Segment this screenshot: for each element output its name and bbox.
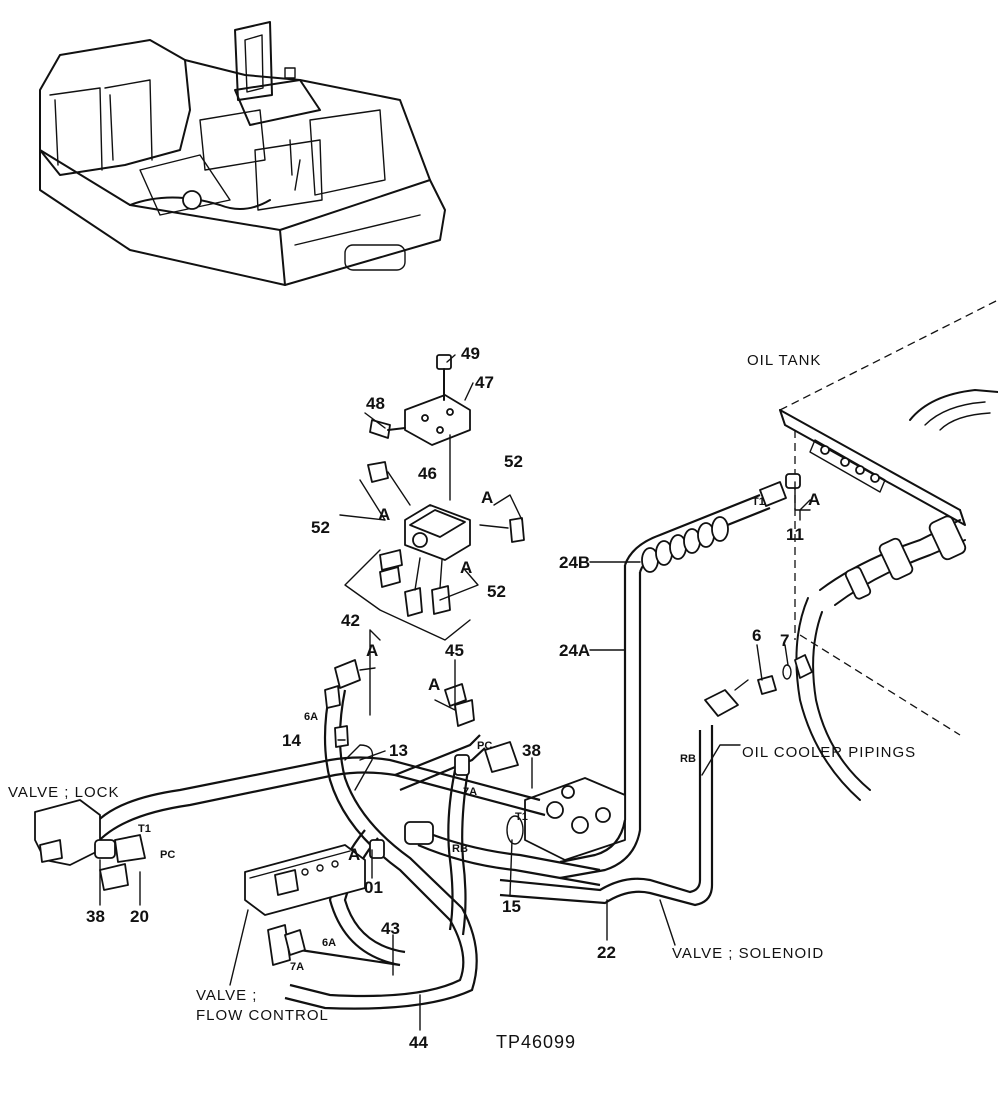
label-t1: T1	[138, 823, 151, 835]
small-fittings	[324, 659, 524, 845]
label-t1: T1	[515, 811, 528, 823]
label-6a: 6A	[322, 937, 336, 949]
label-7a: 7A	[463, 786, 477, 798]
callout-49: 49	[461, 344, 480, 363]
label-rb: RB	[452, 843, 468, 855]
oil-cooler-pipings	[795, 515, 967, 801]
caption-oil-cooler-pipings: OIL COOLER PIPINGS	[742, 744, 916, 761]
callout-52-right: 52	[504, 452, 523, 471]
callout-52-bottom: 52	[487, 582, 506, 601]
leader-lines	[99, 354, 811, 1031]
label-t1: T1	[752, 496, 765, 508]
callout-38-lower: 38	[86, 907, 105, 926]
valve-block-46	[344, 461, 525, 641]
callout-52-left: 52	[311, 518, 330, 537]
callout-44: 44	[409, 1033, 428, 1052]
label-a: A	[428, 675, 440, 694]
callout-42: 42	[341, 611, 360, 630]
label-a: A	[808, 490, 820, 509]
callout-14: 14	[282, 731, 301, 750]
flow-control-valve	[244, 821, 434, 966]
callout-43: 43	[381, 919, 400, 938]
oil-tank	[779, 299, 998, 736]
caption-valve-flow-1: VALVE ;	[196, 987, 257, 1004]
figure-code: TP46099	[496, 1032, 576, 1052]
label-a: A	[348, 845, 360, 864]
callout-48: 48	[366, 394, 385, 413]
callout-22: 22	[597, 943, 616, 962]
lock-valve	[34, 799, 146, 891]
callout-47: 47	[475, 373, 494, 392]
callout-11: 11	[786, 525, 804, 544]
fittings-6-7	[757, 481, 813, 695]
label-pc: PC	[160, 849, 175, 861]
callout-38-upper: 38	[522, 741, 541, 760]
captions: OIL TANK OIL COOLER PIPINGS VALVE ; LOCK…	[8, 352, 916, 1052]
port-labels: A A A A A A A T1 T1 T1 PC PC RB RB 6A 6A…	[138, 488, 820, 973]
label-pc: PC	[477, 740, 492, 752]
solenoid-valve	[499, 679, 749, 907]
callout-24b: 24B	[559, 553, 590, 572]
callout-46: 46	[418, 464, 437, 483]
callout-13: 13	[389, 741, 408, 760]
caption-valve-flow-2: FLOW CONTROL	[196, 1007, 329, 1024]
label-6a: 6A	[304, 711, 318, 723]
label-rb: RB	[680, 753, 696, 765]
callout-45: 45	[445, 641, 464, 660]
excavator-overview	[39, 21, 446, 286]
caption-valve-solenoid: VALVE ; SOLENOID	[672, 945, 824, 962]
label-7a: 7A	[290, 961, 304, 973]
label-a: A	[481, 488, 493, 507]
bracket-assembly	[369, 354, 471, 501]
caption-valve-lock: VALVE ; LOCK	[8, 784, 120, 801]
label-a: A	[366, 641, 378, 660]
caption-oil-tank: OIL TANK	[747, 352, 821, 369]
callout-15: 15	[502, 897, 521, 916]
callout-7: 7	[780, 631, 789, 650]
label-a: A	[460, 558, 472, 577]
hose-24	[623, 473, 801, 830]
callouts: 49 47 48 46 52 52 52 24B 24A 11 6 7 42 4…	[86, 344, 804, 1052]
callout-6: 6	[752, 626, 761, 645]
callout-01: 01	[364, 878, 383, 897]
callout-20: 20	[130, 907, 149, 926]
label-a: A	[378, 505, 390, 524]
callout-24a: 24A	[559, 641, 590, 660]
